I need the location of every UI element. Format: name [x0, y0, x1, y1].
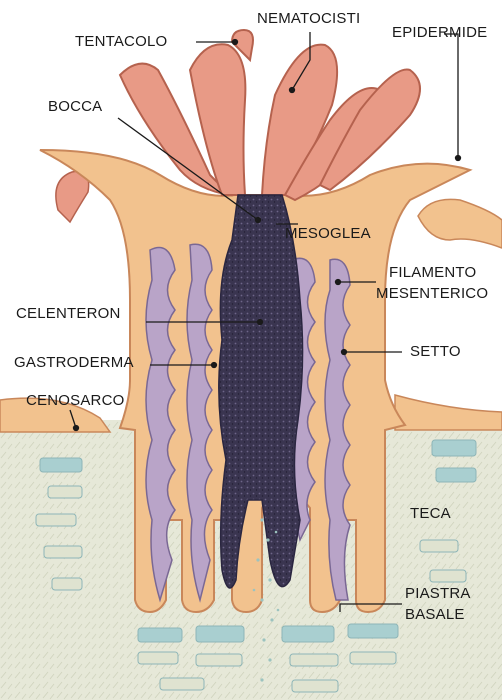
label-celenteron: CELENTERON	[16, 305, 121, 323]
label-mesoglea: MESOGLEA	[285, 225, 371, 243]
label-filamento-line1: FILAMENTO	[389, 264, 476, 282]
label-setto: SETTO	[410, 343, 461, 361]
label-piastra-line2: BASALE	[405, 606, 465, 624]
label-gastroderma: GASTRODERMA	[14, 354, 134, 372]
side-tentacle-left	[56, 171, 89, 222]
label-cenosarco: CENOSARCO	[26, 392, 124, 410]
label-teca: TECA	[410, 505, 451, 523]
label-filamento-line2: MESENTERICO	[376, 285, 488, 303]
label-tentacolo: TENTACOLO	[75, 33, 167, 51]
label-epidermide: EPIDERMIDE	[392, 24, 487, 42]
label-nematocisti: NEMATOCISTI	[257, 10, 360, 28]
label-bocca: BOCCA	[48, 98, 102, 116]
side-tentacle-right	[418, 199, 502, 248]
label-piastra-line1: PIASTRA	[405, 585, 471, 603]
